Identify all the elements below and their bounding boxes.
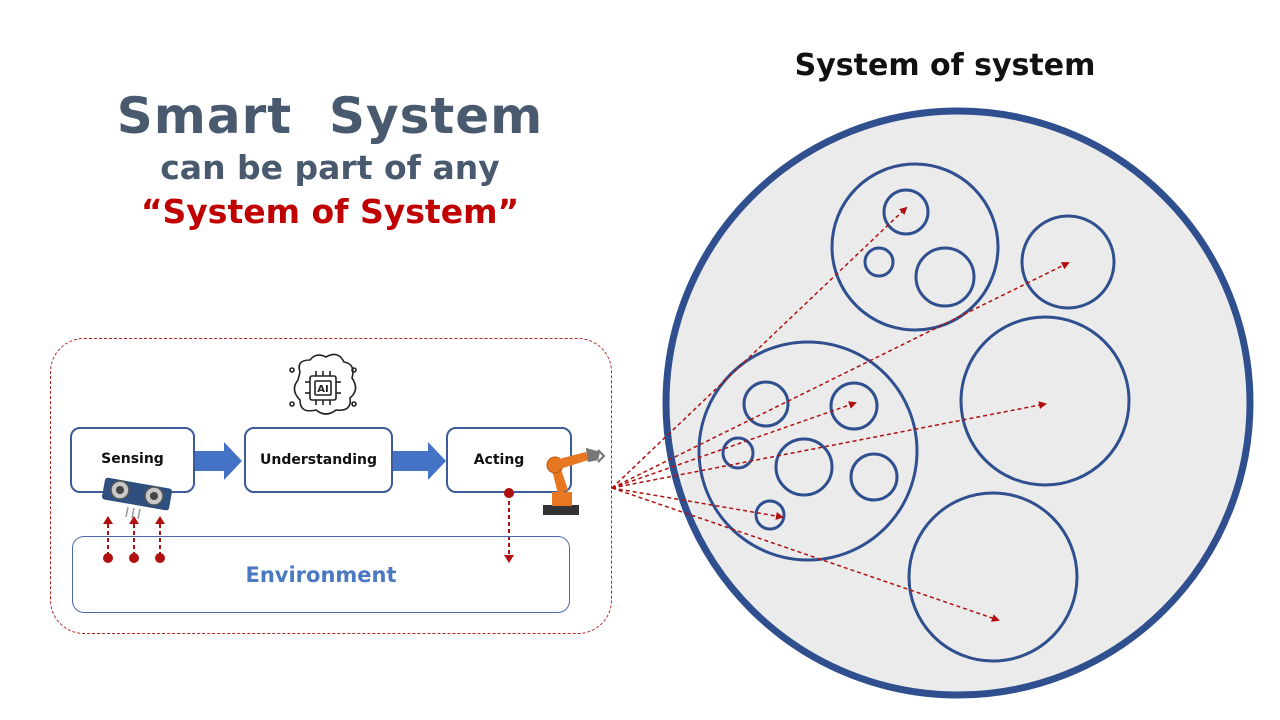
subsystem-a-inner-1 [882,188,930,236]
headline: Smart System can be part of any “System … [60,85,600,235]
acting-box: Acting [446,427,572,493]
link-arrow-6 [611,487,1000,622]
arrow-sensing-to-understanding [195,442,242,480]
act-arrowhead [504,555,514,563]
sense-dot-3 [155,553,165,563]
subsystem-a-inner-2 [863,246,895,278]
link-arrow-2 [611,262,1070,489]
sense-arrowhead-2 [129,516,139,524]
subsystem-c-inner-2 [829,381,879,431]
subsystem-circle-e [907,491,1079,663]
arrow-understanding-to-acting [393,442,446,480]
system-of-system-diagram [611,107,1254,699]
subsystem-c-inner-5 [849,452,899,502]
link-arrow-4 [611,401,1047,489]
sense-arrows [107,494,510,557]
environment-label: Environment [245,562,397,587]
ai-chip-label: AI [317,384,328,395]
sensing-label: Sensing [101,451,164,467]
understanding-box: Understanding [244,427,393,493]
subsystem-circle-c [697,340,919,562]
flow-arrows [195,442,446,480]
sense-dot-2 [129,553,139,563]
subsystem-circle-d [959,315,1131,487]
headline-quote: “System of System” [140,192,520,231]
subsystem-c-inner-6 [754,499,786,531]
system-of-system-title: System of system [794,48,1096,83]
sense-dot-1 [103,553,113,563]
link-arrow-1 [611,206,908,489]
subsystem-c-inner-3 [721,436,755,470]
subsystem-c-inner-4 [774,437,834,497]
sense-arrowhead-1 [103,516,113,524]
subsystem-a-inner-3 [914,246,976,308]
environment-box: Environment [72,536,570,613]
ai-brain-chip-icon: AI [289,353,357,415]
sensing-box: Sensing [70,427,195,493]
sense-arrowhead-3 [155,516,165,524]
headline-title: Smart System [116,87,544,145]
link-arrow-5 [611,487,784,520]
subsystem-circle-a [830,162,1000,332]
subsystem-circle-b [1020,214,1116,310]
understanding-label: Understanding [259,452,377,468]
subsystem-c-inner-1 [742,380,790,428]
smart-system-frame [50,338,612,634]
headline-subtitle: can be part of any [160,148,500,187]
acting-label: Acting [473,452,525,468]
link-arrow-3 [611,401,857,489]
outer-system-circle [662,107,1254,699]
